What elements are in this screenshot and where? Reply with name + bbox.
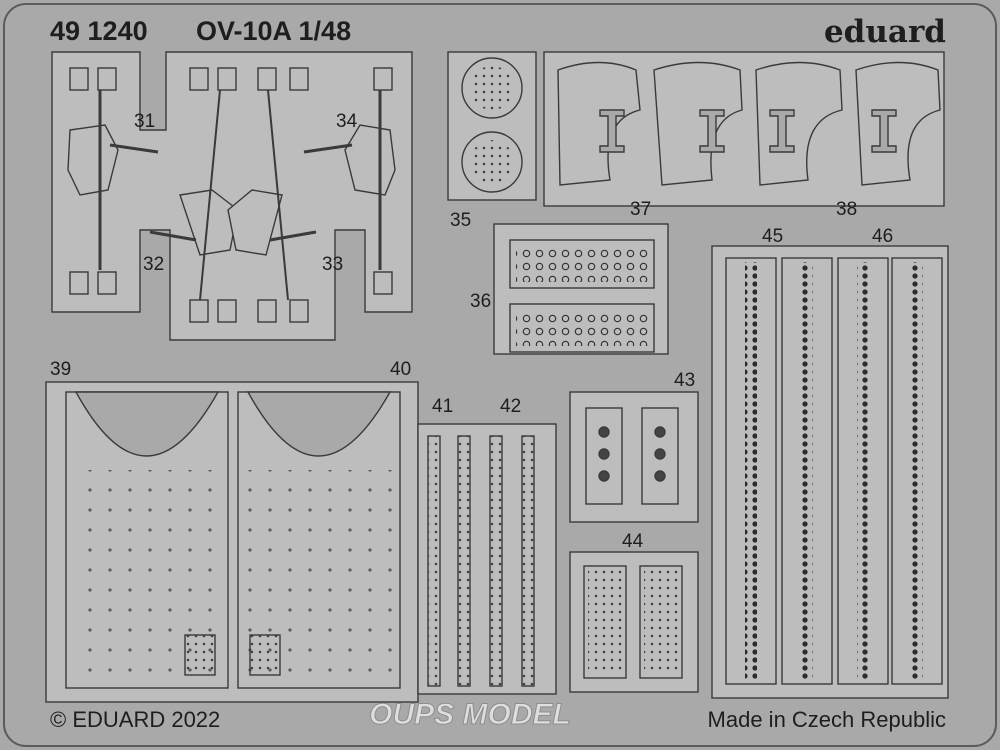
label-45: 45 [762,226,783,247]
label-31: 31 [134,111,155,132]
part-41-42 [417,423,557,695]
label-36: 36 [470,291,491,312]
label-41: 41 [432,396,453,417]
label-38: 38 [836,199,857,220]
part-36 [493,223,669,355]
label-34: 34 [336,111,358,132]
part-35 [447,51,537,201]
part-45-46 [711,245,949,699]
label-39: 39 [50,359,71,380]
part-number-labels: 31 32 33 34 35 36 37 38 39 40 41 42 43 4… [50,111,893,552]
label-44: 44 [622,531,644,552]
part-43 [569,391,699,523]
part-39-40 [45,381,419,703]
label-33: 33 [322,254,343,275]
label-46: 46 [872,226,893,247]
label-37: 37 [630,199,651,220]
label-35: 35 [450,210,471,231]
part-group-31-34 [51,51,413,341]
copyright-text: © EDUARD 2022 [50,707,220,732]
label-32: 32 [143,254,164,275]
label-42: 42 [500,396,521,417]
fret-code: 49 1240 [50,16,148,46]
kit-title: OV-10A 1/48 [196,16,351,46]
label-43: 43 [674,370,695,391]
origin-text: Made in Czech Republic [708,707,946,732]
part-44 [569,551,699,693]
label-40: 40 [390,359,411,380]
part-37-38 [543,51,945,207]
watermark-text: OUPS MODEL [369,698,571,731]
brand-logo: eduard [824,14,946,50]
